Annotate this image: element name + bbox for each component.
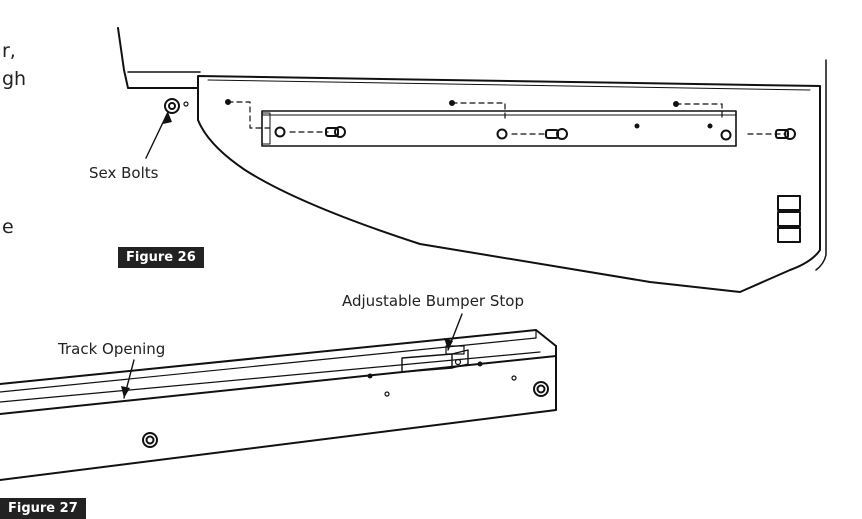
text-fragment: e (2, 216, 14, 238)
figure-27-tag: Figure 27 (0, 498, 86, 519)
track-opening-label: Track Opening (58, 340, 166, 358)
figure-26-drawing (117, 27, 827, 293)
sex-bolts-label: Sex Bolts (89, 164, 159, 182)
bumper-stop-label: Adjustable Bumper Stop (342, 292, 524, 310)
figure-27-drawing (0, 313, 557, 481)
figure-26-tag: Figure 26 (118, 247, 204, 268)
text-fragment: gh (2, 68, 27, 90)
text-fragment: r, (2, 40, 16, 62)
